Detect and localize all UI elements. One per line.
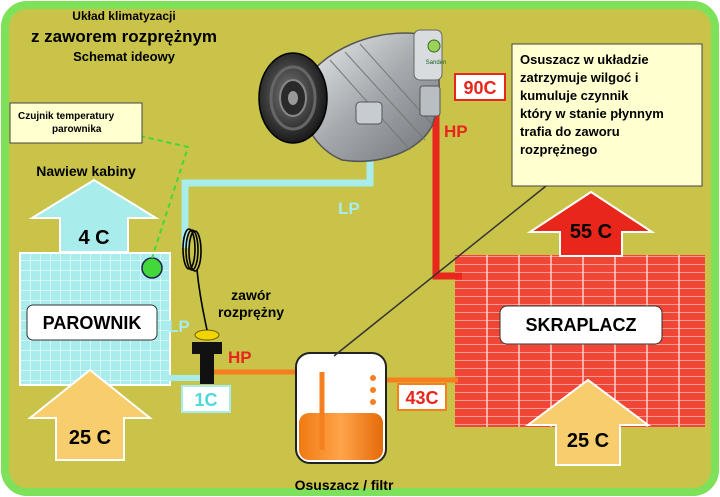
dryer-temp-label: 43C: [405, 388, 438, 408]
dryer-liquid: [299, 413, 383, 460]
dryer-label: Osuszacz / filtr: [295, 477, 394, 493]
dryer-callout-line6: rozprężnego: [520, 142, 597, 157]
condenser-outflow-arrow: [526, 190, 656, 257]
dryer-callout-line1: Osuszacz w układzie: [520, 52, 649, 67]
cabin-air-arrow: [28, 178, 160, 253]
sensor-callout-box: [9, 102, 143, 144]
evaporator-label-box: [26, 304, 158, 341]
sensor-callout-line1: Czujnik temperatury: [18, 111, 115, 122]
dryer-callout-box: [511, 43, 703, 187]
lp-top-label: LP: [338, 199, 360, 218]
temperature-sensor-bulb: [141, 257, 163, 279]
sensor-callout-line: [139, 135, 190, 259]
title-line2: z zaworem rozprężnym: [31, 27, 217, 46]
dryer-inlet-bubbles: [370, 375, 376, 405]
valve-head: [192, 342, 222, 354]
lp-left-label: LP: [168, 317, 190, 336]
condenser-label-box: [499, 305, 663, 345]
dryer-temp-tag: [397, 383, 447, 411]
evaporator-label: PAROWNIK: [43, 313, 142, 333]
compressor-temp-tag: [454, 73, 506, 101]
dryer-callout-line4: który w stanie płynnym: [520, 106, 664, 121]
compressor-image: Sanden: [258, 29, 447, 162]
condenser-label: SKRAPLACZ: [526, 315, 637, 335]
evaporator-inlet-arrow: [27, 368, 153, 461]
title-line3: Schemat ideowy: [73, 49, 176, 64]
valve-diaphragm: [194, 329, 220, 341]
dryer-callout-line2: zatrzymuje wilgoć i: [520, 70, 638, 85]
title-line1: Układ klimatyzacji: [72, 9, 175, 23]
hp-valve-label: HP: [228, 348, 252, 367]
capillary-coil: [182, 228, 208, 331]
valve-temp-tag: [181, 385, 231, 413]
dryer-callout-line: [333, 185, 547, 357]
compressor-temp-label: 90C: [463, 78, 496, 98]
valve-label-2: rozprężny: [218, 304, 284, 320]
cabin-air-label: Nawiew kabiny: [36, 163, 136, 179]
dryer-callout-line5: trafia do zaworu: [520, 124, 620, 139]
valve-body: [200, 354, 214, 384]
dryer-callout-text: Osuszacz w układzie zatrzymuje wilgoć i …: [520, 52, 664, 157]
condenser-inlet-arrow: [525, 378, 651, 466]
compressor-brand: Sanden: [426, 60, 447, 66]
evaporator-inlet-temp: 25 C: [69, 427, 111, 449]
valve-temp-label: 1C: [194, 390, 217, 410]
condenser-inlet-temp: 25 C: [567, 430, 609, 452]
valve-label-1: zawór: [231, 287, 271, 303]
cabin-temp-label: 4 C: [78, 227, 109, 249]
hp-top-label: HP: [444, 122, 468, 141]
sensor-callout-line2: parownika: [52, 124, 102, 135]
dryer-callout-line3: kumuluje czynnik: [520, 88, 629, 103]
condenser-outflow-temp: 55 C: [570, 221, 612, 243]
